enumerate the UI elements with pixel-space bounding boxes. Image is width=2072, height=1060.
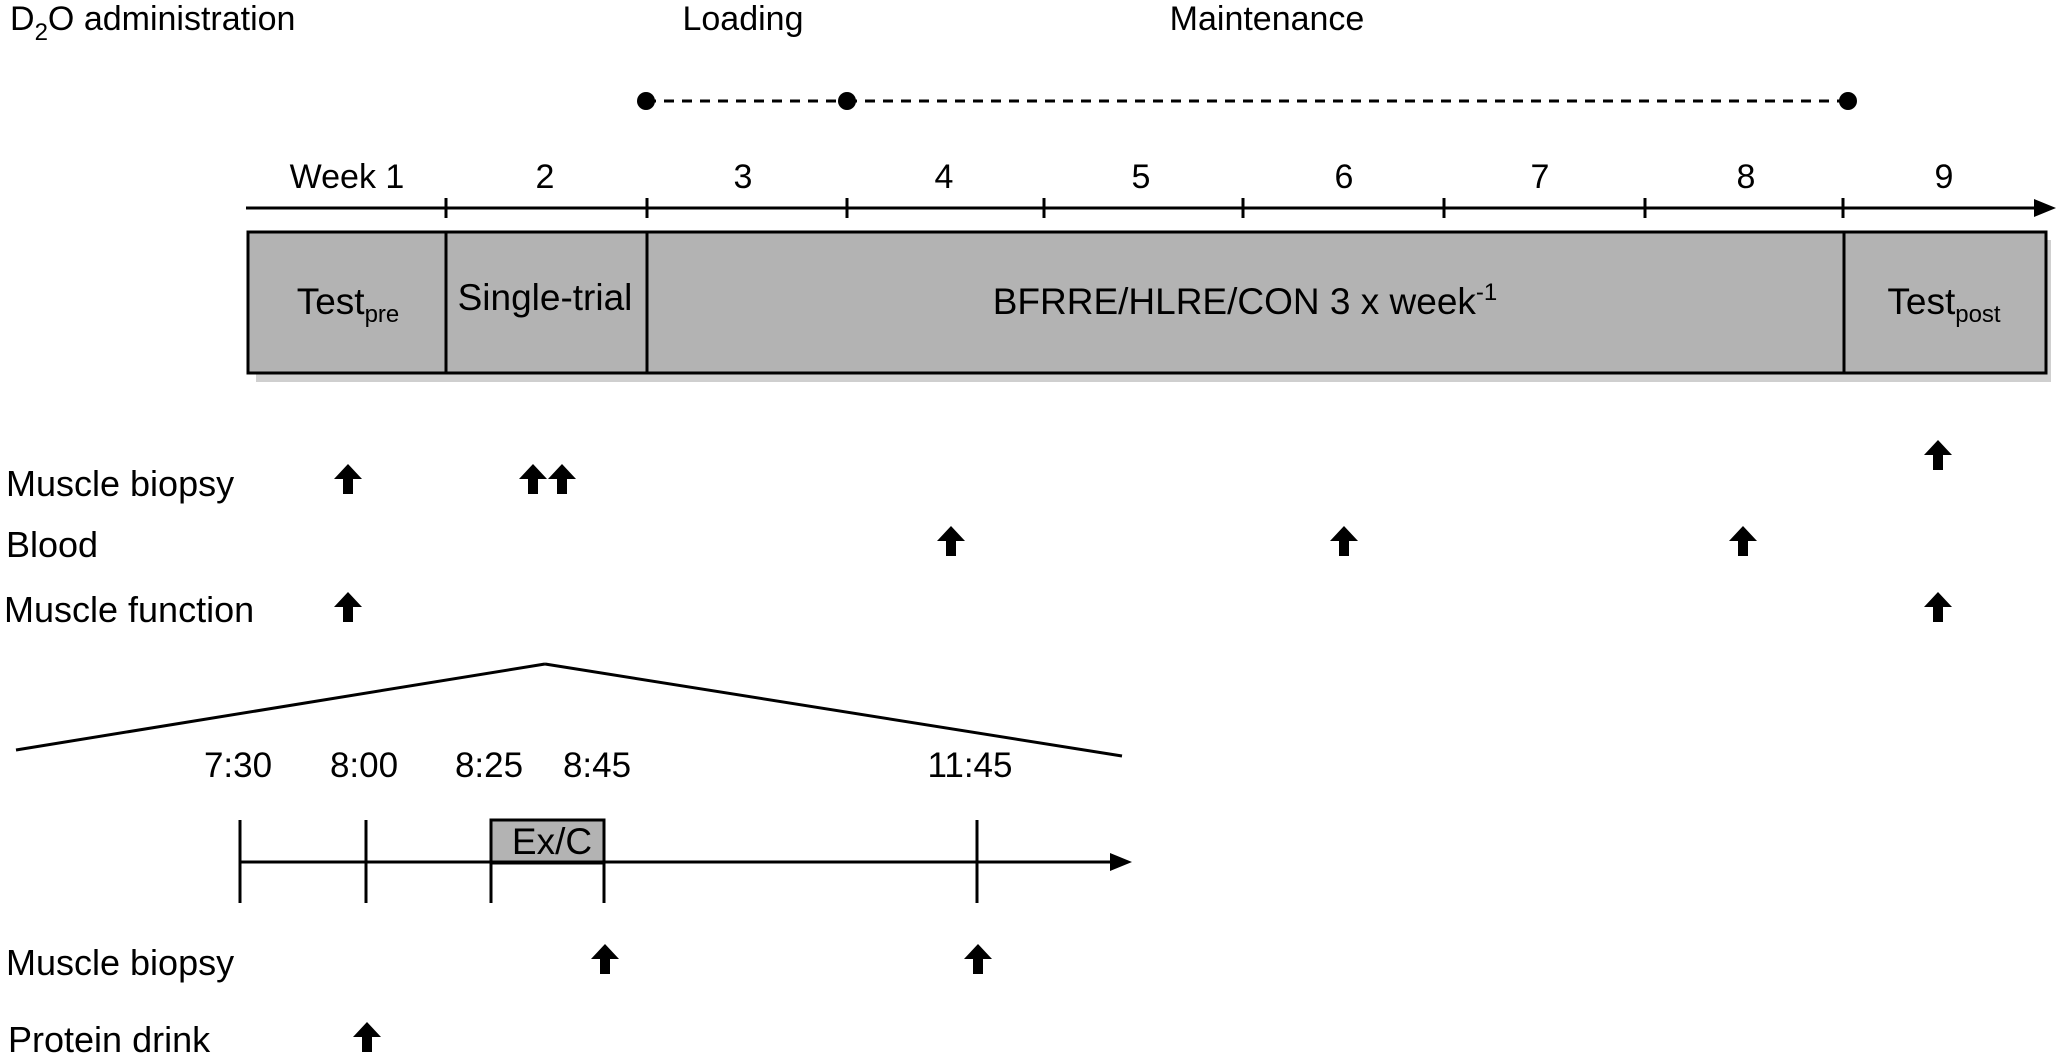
week-label-6: 6 [1335,158,1354,196]
zoom-lines [15,662,1123,758]
week-label-7: 7 [1531,158,1550,196]
up-arrow-icon [334,464,362,494]
top-arrows [334,440,1952,622]
up-arrow-icon [519,464,547,494]
box-training [645,230,1846,375]
maintenance-end-dot [1839,92,1857,110]
training-label: BFRRE/HLRE/CON 3 x week-1 [993,279,1498,322]
study-phase-boxes: Testpre Single-trial BFRRE/HLRE/CON 3 x … [246,230,2051,382]
week-label-2: 2 [536,158,555,196]
week-axis [246,198,2056,218]
d2o-timeline [637,92,1857,110]
up-arrow-icon [937,526,965,556]
up-arrow-icon [548,464,576,494]
phase-loading-label: Loading [682,0,803,38]
loading-start-dot [637,92,655,110]
time-label: 8:00 [330,746,398,785]
up-arrow-icon [353,1022,381,1052]
time-label: 8:45 [563,746,631,785]
time-labels: 7:30 8:00 8:25 8:45 11:45 [204,746,1013,785]
d2o-administration-label: D2O administration [10,0,295,46]
week-label-5: 5 [1132,158,1151,196]
time-label: 8:25 [455,746,523,785]
row-label-muscle-biopsy-bottom: Muscle biopsy [6,942,234,983]
day-axis-arrowhead [1110,853,1132,871]
up-arrow-icon [591,944,619,974]
day-timeline: Ex/C [238,818,1132,903]
time-label: 7:30 [204,746,272,785]
up-arrow-icon [964,944,992,974]
week-label-4: 4 [935,158,954,196]
test-pre-label: Testpre [297,281,400,328]
exercise-box-label: Ex/C [512,821,592,862]
time-label: 11:45 [928,746,1013,785]
week-label-8: 8 [1737,158,1756,196]
up-arrow-icon [1729,526,1757,556]
week-labels: Week 1 2 3 4 5 6 7 8 9 [290,158,1954,196]
box-single-trial [444,230,649,375]
row-label-muscle-function: Muscle function [4,589,254,630]
up-arrow-icon [334,592,362,622]
up-arrow-icon [1330,526,1358,556]
week-label-9: 9 [1935,158,1954,196]
row-label-protein-drink: Protein drink [8,1019,211,1060]
test-post-label: Testpost [1887,281,2001,328]
up-arrow-icon [1924,592,1952,622]
maintenance-start-dot [838,92,856,110]
week-axis-arrowhead [2034,199,2056,217]
phase-maintenance-label: Maintenance [1170,0,1365,38]
week-label-1: Week 1 [290,158,405,196]
single-trial-label: Single-trial [458,277,633,318]
week-label-3: 3 [734,158,753,196]
box-test-post [1842,230,2048,375]
row-label-muscle-biopsy-top: Muscle biopsy [6,463,234,504]
bottom-arrows [353,944,992,1052]
row-label-blood: Blood [6,524,98,565]
up-arrow-icon [1924,440,1952,470]
